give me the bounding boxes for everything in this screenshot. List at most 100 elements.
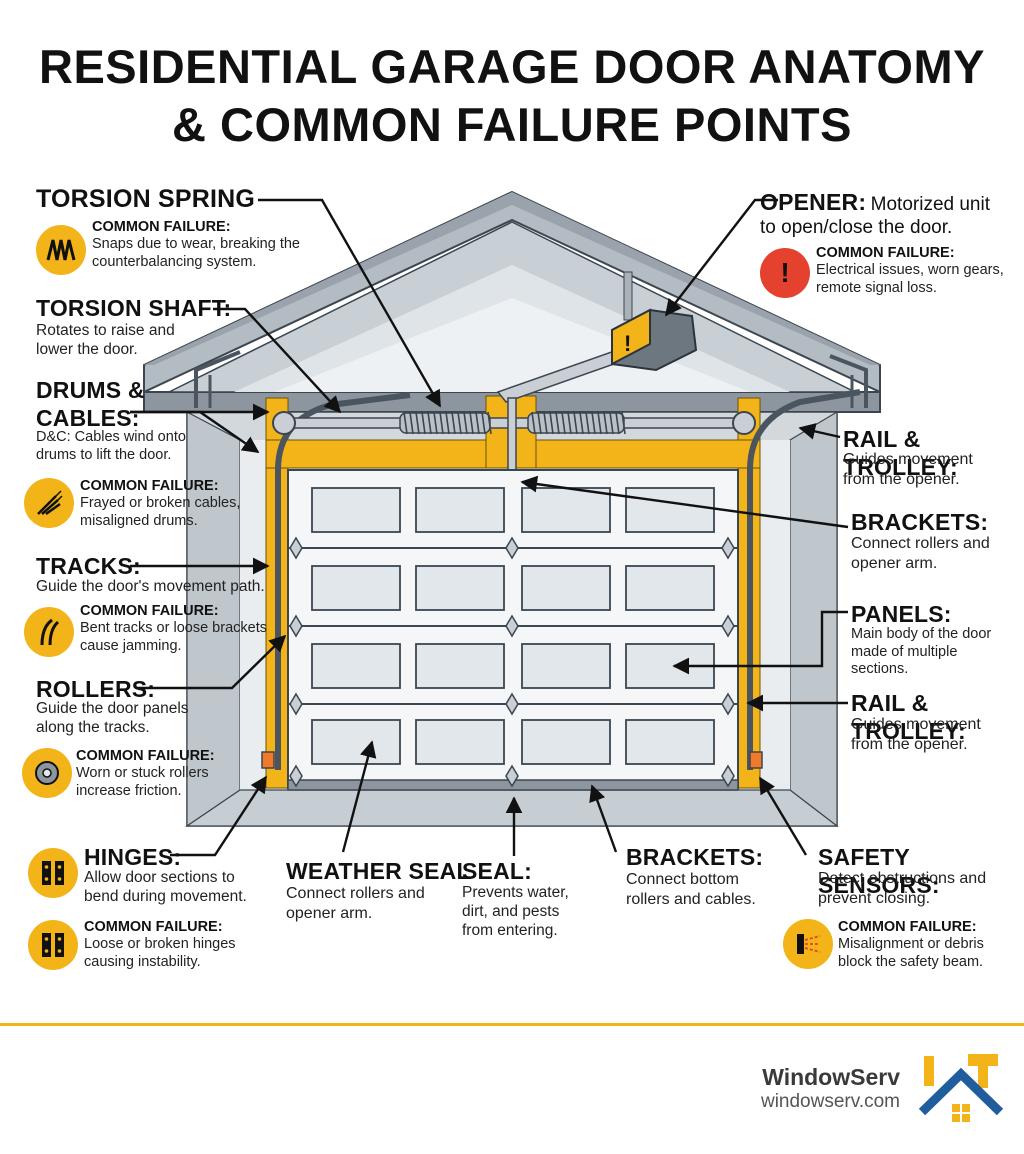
opener-title: OPENER: (760, 189, 867, 215)
spring-coil (573, 411, 578, 435)
opener-motor: ! (611, 308, 698, 372)
label-safety-sensors: SAFETY SENSORS: (818, 844, 940, 898)
label-panels: PANELS: (851, 601, 952, 627)
hinge (721, 614, 735, 638)
spring-coil (615, 411, 620, 435)
hinge-icon (28, 920, 78, 970)
rail-trolley-top-desc: Guides movement from the opener. (843, 451, 973, 488)
common-failure-label: COMMON FAILURE: (816, 245, 955, 261)
hinge (289, 692, 303, 716)
hinge (289, 614, 303, 638)
label-brackets-bottom: BRACKETS: (626, 844, 764, 870)
panels-desc: Main body of the door made of multiple s… (851, 626, 992, 678)
hinges-failure-text: Loose or broken hinges causing instabili… (84, 936, 236, 971)
door-panel-window (415, 565, 505, 611)
door-panel-window (415, 719, 505, 765)
door-panel-window (625, 487, 715, 533)
label-tracks-failure: COMMON FAILURE: Bent tracks or loose bra… (80, 603, 270, 656)
tracks-desc: Guide the door's movement path. (36, 578, 265, 595)
warning-icon: ! (760, 248, 810, 298)
spring-coil (609, 411, 614, 435)
label-hinges-failure: COMMON FAILURE: Loose or broken hinges c… (84, 919, 264, 972)
title-line-2: & COMMON FAILURE POINTS (172, 98, 852, 151)
sensor-icon (783, 919, 833, 969)
spring-coil (421, 411, 426, 435)
spring-coil (487, 411, 492, 435)
spring-coil (543, 411, 548, 435)
spring-coil (433, 411, 438, 435)
common-failure-label: COMMON FAILURE: (838, 919, 977, 935)
opener-failure-text: Electrical issues, worn gears, remote si… (816, 262, 1004, 297)
opener-desc: Motorized unit to open/close the door. (760, 194, 990, 238)
common-failure-label: COMMON FAILURE: (92, 219, 231, 235)
label-weather-seal: WEATHER SEAL (286, 858, 471, 884)
spring-coil (481, 411, 486, 435)
spring-coil (463, 411, 468, 435)
hinge-icon (28, 848, 78, 898)
spring-coil (457, 411, 462, 435)
spring-coil (537, 411, 542, 435)
label-drums-cables: DRUMS & CABLES: (36, 377, 145, 432)
drums-cables-line2: CABLES: (36, 404, 140, 431)
common-failure-label: COMMON FAILURE: (80, 478, 219, 494)
hinge (505, 764, 519, 788)
spring-coil (579, 411, 584, 435)
safety-sensors (261, 751, 763, 769)
hinge (289, 536, 303, 560)
label-opener-failure: COMMON FAILURE: Electrical issues, worn … (816, 245, 1006, 298)
rollers-desc: Guide the door panels along the tracks. (36, 700, 189, 736)
rail-trolley-mid-desc: Guides movement from the opener. (851, 716, 981, 753)
label-rail-trolley-mid: RAIL & TROLLEY: (851, 690, 966, 744)
drums-cables-line1: DRUMS & (36, 377, 145, 403)
door-panel-window (521, 719, 611, 765)
door-panel-window (311, 643, 401, 689)
door-panel-window (311, 565, 401, 611)
title-line-1: RESIDENTIAL GARAGE DOOR ANATOMY (39, 40, 985, 93)
label-torsion-spring-failure: COMMON FAILURE: Snaps due to wear, break… (92, 219, 312, 272)
door-panel-window (521, 487, 611, 533)
common-failure-label: COMMON FAILURE: (84, 919, 223, 935)
hinge (505, 614, 519, 638)
label-drums-cables-failure: COMMON FAILURE: Frayed or broken cables,… (80, 478, 260, 531)
spring-coil (585, 411, 590, 435)
spring-coil (555, 411, 560, 435)
tracks-failure-text: Bent tracks or loose brackets cause jamm… (80, 620, 267, 655)
brand-logo (918, 1054, 1004, 1122)
label-brackets-right: BRACKETS: (851, 509, 989, 535)
brackets-right-desc: Connect rollers and opener arm. (851, 535, 990, 572)
label-torsion-shaft: TORSION SHAFT: (36, 295, 232, 321)
common-failure-label: COMMON FAILURE: (76, 748, 215, 764)
label-hinges: HINGES: (84, 844, 182, 870)
spring-coil (451, 411, 456, 435)
hinge (721, 536, 735, 560)
safety-sensors-desc: Detect obstructions and prevent closing. (818, 870, 987, 907)
hinge (721, 692, 735, 716)
spring-coil (603, 411, 608, 435)
door-panel-window (311, 487, 401, 533)
door-panel-window (415, 643, 505, 689)
drums-cables-desc: D&C: Cables wind onto drums to lift the … (36, 429, 186, 463)
door-panel-window (521, 643, 611, 689)
rollers-failure-text: Worn or stuck rollers increase friction. (76, 765, 209, 800)
door (287, 469, 739, 791)
label-opener: OPENER: Motorized unit to open/close the… (760, 189, 1000, 240)
spring-coil (427, 411, 432, 435)
spring-coil (549, 411, 554, 435)
spring-coil (591, 411, 596, 435)
brand-url: windowserv.com (760, 1091, 900, 1112)
brand-name: WindowServ (762, 1064, 900, 1090)
label-safety-sensors-failure: COMMON FAILURE: Misalignment or debris b… (838, 919, 1008, 972)
hinge (721, 764, 735, 788)
hinge (505, 692, 519, 716)
brackets-bottom-desc: Connect bottom rollers and cables. (626, 871, 756, 908)
common-failure-label: COMMON FAILURE: (80, 603, 219, 619)
spring-coil (439, 411, 444, 435)
track-icon (24, 607, 74, 657)
spring-coil (597, 411, 602, 435)
weather-seal-desc: Connect rollers and opener arm. (286, 885, 425, 922)
spring-coil (567, 411, 572, 435)
torsion-spring-failure-text: Snaps due to wear, breaking the counterb… (92, 236, 300, 271)
seal-desc: Prevents water, dirt, and pests from ent… (462, 884, 569, 939)
svg-text:!: ! (624, 331, 631, 356)
